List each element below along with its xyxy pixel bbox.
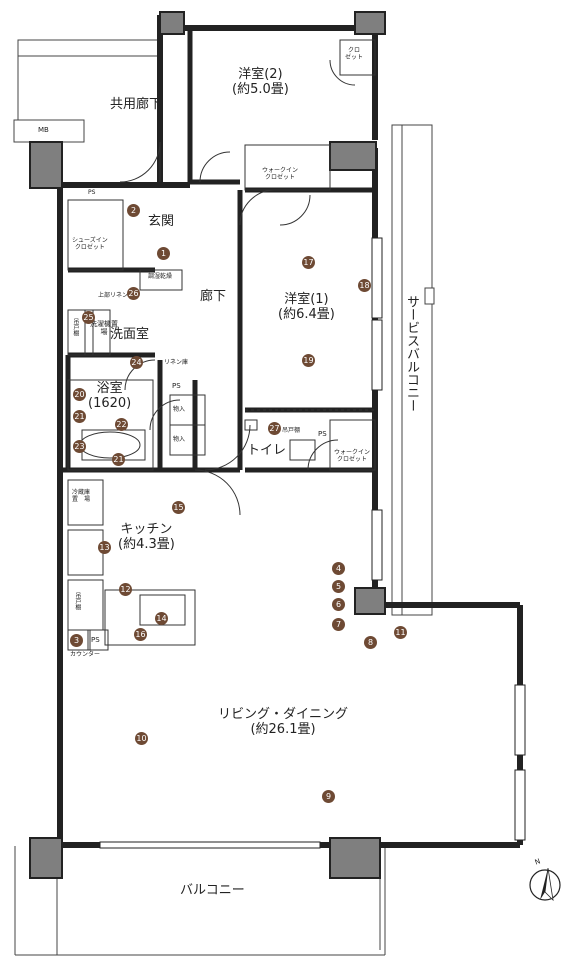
washing-machine-label: 洗濯機置場 <box>90 320 118 337</box>
badge-18: 18 <box>358 279 371 292</box>
counter-label: カウンター <box>70 651 101 658</box>
room-corridor: 廊下 <box>200 289 227 304</box>
room-entrance: 玄関 <box>148 214 175 229</box>
room-living-area: (約26.1畳) <box>250 721 316 737</box>
walkin-top-label: ウォークイン クロゼット <box>262 167 299 182</box>
shoes-closet-line2: クロゼット <box>74 243 105 251</box>
storage1-label: 物入 <box>173 406 186 413</box>
badge-15: 15 <box>172 501 185 514</box>
ps-kitchen-label: PS <box>91 636 100 644</box>
room-kitchen-area: (約4.3畳) <box>118 536 175 552</box>
linen-label: リネン庫 <box>164 359 189 366</box>
hanging-shelf-toilet-label: 吊戸棚 <box>282 427 301 434</box>
closet-label: クロ ゼット <box>345 47 364 62</box>
mb-label: MB <box>38 126 49 134</box>
ps-toilet-label: PS <box>318 430 327 438</box>
room-western1-name: 洋室(1) <box>284 292 329 307</box>
badge-19: 19 <box>302 354 315 367</box>
wall-columns <box>29 11 386 879</box>
badge-4: 4 <box>332 562 345 575</box>
badge-2: 2 <box>127 204 140 217</box>
badge-10: 10 <box>135 732 148 745</box>
hanging-shelf-kitchen-label: 吊戸棚 <box>73 592 81 610</box>
room-living: リビング・ダイニング (約26.1畳) <box>218 707 349 738</box>
badge-22: 22 <box>115 418 128 431</box>
room-western2-name: 洋室(2) <box>238 67 283 82</box>
badge-3: 3 <box>70 634 83 647</box>
ps-wash-label: PS <box>172 382 181 390</box>
room-bath-size: (1620) <box>88 395 132 411</box>
common-corridor-label: 共用廊下 <box>110 97 163 112</box>
balcony-outline <box>13 39 435 956</box>
room-kitchen: キッチン (約4.3畳) <box>118 522 175 553</box>
badge-8: 8 <box>364 636 377 649</box>
badge-26: 26 <box>127 287 140 300</box>
room-toilet: トイレ <box>247 443 287 458</box>
shoes-closet-line1: シューズイン <box>72 237 108 244</box>
badge-27: 27 <box>268 422 281 435</box>
compass-icon <box>529 867 561 902</box>
badge-14: 14 <box>155 612 168 625</box>
badge-24: 24 <box>130 356 143 369</box>
ps-entrance-label: PS <box>88 189 96 196</box>
closet-label-line2: ゼット <box>345 53 364 61</box>
badge-9: 9 <box>322 790 335 803</box>
walkin-small-line1: ウォークイン <box>334 449 371 456</box>
fixtures <box>67 39 376 651</box>
room-western2-area: (約5.0畳) <box>232 81 289 97</box>
badge-23: 23 <box>73 440 86 453</box>
badge-13: 13 <box>98 541 111 554</box>
badge-5: 5 <box>332 580 345 593</box>
room-bath: 浴室 (1620) <box>88 381 132 412</box>
badge-16: 16 <box>134 628 147 641</box>
badge-21b: 21 <box>112 453 125 466</box>
service-balcony-label: サービスバルコニー <box>403 295 419 412</box>
fridge-label-line1: 冷蔵庫 <box>72 489 91 496</box>
badge-21a: 21 <box>73 410 86 423</box>
room-western1: 洋室(1) (約6.4畳) <box>278 292 335 323</box>
badge-17: 17 <box>302 256 315 269</box>
badge-20: 20 <box>73 388 86 401</box>
storage2-label: 物入 <box>173 436 186 443</box>
walkin-top-line1: ウォークイン <box>262 167 299 174</box>
walkin-small-line2: クロゼット <box>337 455 368 463</box>
room-living-name: リビング・ダイニング <box>218 707 349 722</box>
badge-7: 7 <box>332 618 345 631</box>
room-western2: 洋室(2) (約5.0畳) <box>232 67 289 98</box>
drying-label: 調湿乾燥 <box>148 273 173 280</box>
badge-6: 6 <box>332 598 345 611</box>
room-kitchen-name: キッチン <box>120 522 173 537</box>
room-bath-name: 浴室 <box>96 381 123 396</box>
room-western1-area: (約6.4畳) <box>278 306 335 322</box>
doors <box>119 59 356 516</box>
room-washroom: 洗面室 <box>110 327 150 342</box>
walkin-small-label: ウォークイン クロゼット <box>334 449 371 464</box>
balcony-label: バルコニー <box>180 883 245 898</box>
badge-12: 12 <box>119 583 132 596</box>
badge-11: 11 <box>394 626 407 639</box>
fridge-label-line2: 置 場 <box>72 495 91 503</box>
shoes-closet-label: シューズイン クロゼット <box>72 237 108 252</box>
fridge-label: 冷蔵庫 置 場 <box>72 489 91 504</box>
windows <box>99 237 526 849</box>
badge-1: 1 <box>157 247 170 260</box>
upper-linen-label: 上部リネン棚 <box>98 292 135 299</box>
hanging-shelf-wash-label: 吊戸棚 <box>71 318 79 336</box>
walkin-top-line2: クロゼット <box>265 173 296 181</box>
closet-label-line1: クロ <box>348 47 361 54</box>
badge-25: 25 <box>82 311 95 324</box>
